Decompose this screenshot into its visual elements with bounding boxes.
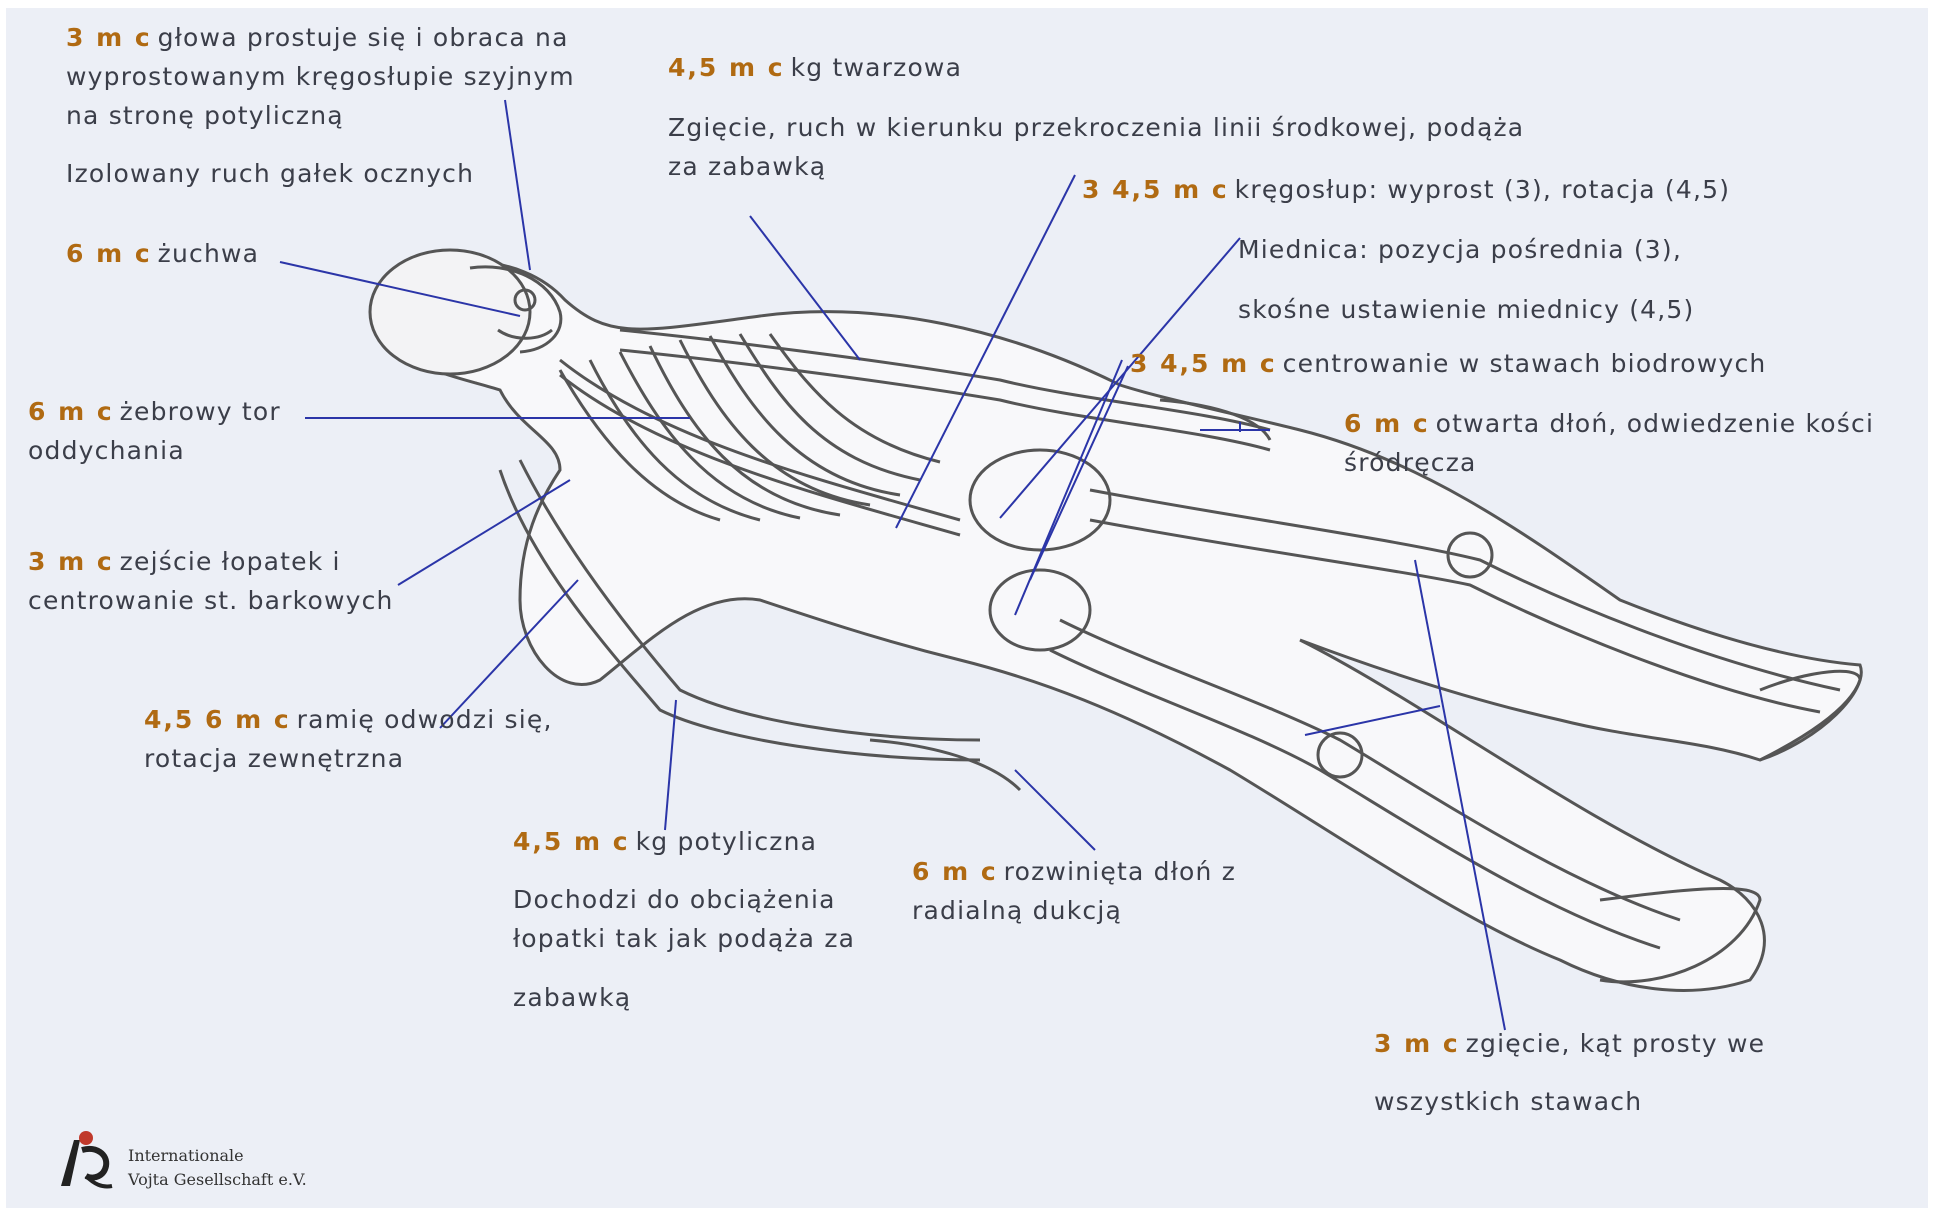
label-occipital-desc: Dochodzi do obciążenia łopatki tak jak p… xyxy=(513,880,855,958)
pointer-occipital xyxy=(665,700,676,830)
logo-line-2: Vojta Gesellschaft e.V. xyxy=(128,1168,307,1192)
label-eyes: Izolowany ruch gałek ocznych xyxy=(66,154,474,193)
vojta-logo-icon xyxy=(56,1128,126,1198)
label-occipital-desc-2: zabawką xyxy=(513,978,631,1017)
logo-line-1: Internationale xyxy=(128,1144,307,1168)
label-pelvis: Miednica: pozycja pośrednia (3), xyxy=(1238,230,1682,269)
logo-text: Internationale Vojta Gesellschaft e.V. xyxy=(128,1144,307,1192)
pointer-hand-radial xyxy=(1015,770,1095,850)
label-legs-2: wszystkich stawach xyxy=(1374,1082,1642,1121)
label-pelvis-2: skośne ustawienie miednicy (4,5) xyxy=(1238,290,1694,329)
